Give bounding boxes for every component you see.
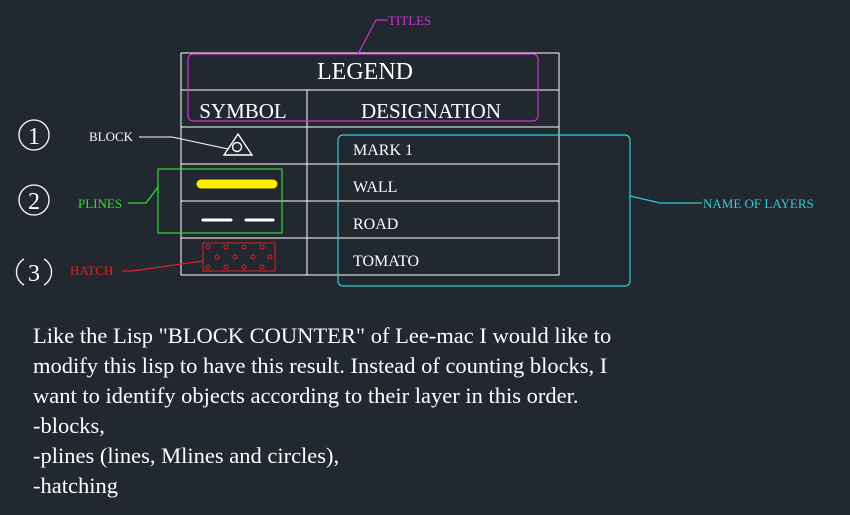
paragraph-line-5: -plines (lines, Mlines and circles), — [33, 443, 340, 468]
paragraph-line-1: Like the Lisp "BLOCK COUNTER" of Lee-mac… — [33, 323, 612, 348]
legend-table — [180, 52, 560, 276]
name-of-layers-callout-label: NAME OF LAYERS — [703, 196, 814, 211]
plines-callout-label: PLINES — [78, 196, 122, 211]
row-label-road: ROAD — [353, 216, 398, 233]
plines-leader-line — [128, 186, 159, 204]
hatch-rectangle-icon — [202, 242, 276, 272]
number-marker-3: 3 — [15, 258, 53, 287]
question-paragraph: Like the Lisp "BLOCK COUNTER" of Lee-mac… — [33, 321, 833, 501]
number-marker-2: 2 — [18, 184, 50, 216]
plines-highlight-box — [157, 168, 283, 234]
row-label-mark1: MARK 1 — [353, 142, 413, 159]
block-callout-label: BLOCK — [89, 129, 134, 144]
svg-text:1: 1 — [28, 124, 40, 150]
hatch-callout-label: HATCH — [70, 263, 113, 278]
titles-leader-line — [357, 19, 388, 55]
paragraph-line-6: -hatching — [33, 473, 118, 498]
paragraph-line-3: want to identify objects according to th… — [33, 383, 579, 408]
svg-text:2: 2 — [28, 189, 40, 215]
header-symbol: SYMBOL — [199, 99, 287, 123]
triangle-circle-block-icon — [222, 132, 254, 156]
number-marker-1: 1 — [18, 119, 50, 151]
titles-callout-label: TITLES — [388, 13, 431, 28]
legend-title: LEGEND — [317, 59, 413, 85]
row-label-tomato: TOMATO — [353, 253, 419, 270]
block-leader-line — [139, 136, 229, 150]
titles-highlight-box — [187, 53, 539, 122]
hatch-leader-line — [122, 260, 204, 272]
paragraph-line-2: modify this lisp to have this result. In… — [33, 353, 608, 378]
layers-leader-line — [629, 195, 702, 204]
paragraph-line-4: -blocks, — [33, 413, 105, 438]
svg-text:3: 3 — [28, 261, 40, 287]
layers-highlight-box — [337, 134, 631, 287]
row-label-wall: WALL — [353, 179, 397, 196]
header-designation: DESIGNATION — [361, 99, 501, 123]
